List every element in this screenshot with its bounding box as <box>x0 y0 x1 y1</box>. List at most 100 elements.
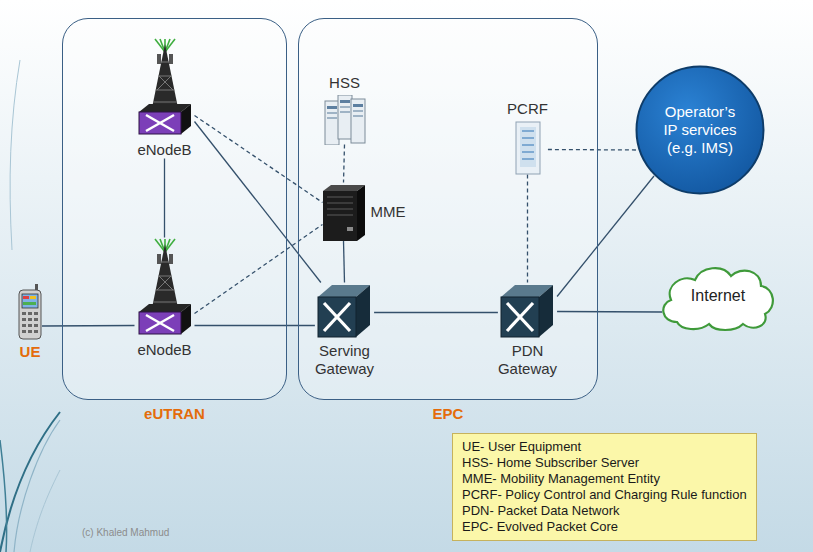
decor-curve <box>30 470 60 552</box>
antenna-spike <box>165 39 175 52</box>
decor-curve <box>0 412 60 552</box>
server-slot <box>340 100 350 103</box>
hss-icon <box>323 95 367 145</box>
cabinet-case <box>516 122 540 174</box>
glossary-line: UE- User Equipment <box>462 439 747 455</box>
server-slot <box>340 111 350 113</box>
box-side <box>181 304 191 334</box>
decor-curve <box>10 60 20 250</box>
data-link <box>195 325 315 326</box>
copyright-note: (c) Khaled Mahmud <box>82 527 169 538</box>
data-link <box>557 311 662 313</box>
device-label: eNodeB <box>137 141 191 159</box>
tower-strut <box>157 76 171 90</box>
box-side <box>357 185 365 241</box>
phone-screen-mark <box>23 302 36 305</box>
antenna-spike <box>155 39 165 52</box>
box-side <box>539 285 553 337</box>
glossary-line: PCRF- Policy Control and Charging Rule f… <box>462 487 747 503</box>
antenna-panel <box>169 54 173 64</box>
tower-strut <box>155 289 174 290</box>
box-side <box>356 285 370 337</box>
box-slot <box>327 214 353 215</box>
phone-key <box>22 312 26 315</box>
server-case <box>351 99 365 143</box>
server-node: MME <box>323 183 406 241</box>
server-node: PCRF <box>507 100 548 175</box>
gateway-node: PDN Gateway <box>498 283 557 378</box>
tower-strut <box>153 101 177 102</box>
box-cross <box>146 315 174 331</box>
box-slot <box>327 202 353 203</box>
antenna-panel <box>157 254 161 264</box>
phone-key <box>22 318 26 321</box>
box-slot <box>327 196 353 197</box>
server-slot <box>353 115 363 117</box>
data-link <box>374 312 498 313</box>
data-link <box>42 325 135 327</box>
server-slot <box>327 112 337 114</box>
glossary-box: UE- User EquipmentHSS- Home Subscriber S… <box>452 433 757 541</box>
cabinet-slot <box>522 158 534 159</box>
server-slot <box>327 117 337 119</box>
antenna-panel <box>157 54 161 64</box>
box-cross <box>146 115 174 131</box>
phone-key <box>28 324 32 327</box>
box-cross <box>324 303 350 331</box>
box-light <box>347 227 353 231</box>
service-circle: Operator’s IP services (e.g. IMS) <box>635 65 765 195</box>
box-slot <box>327 208 353 209</box>
network-region: EPCHSSPCRFMMEServing GatewayPDN Gateway <box>298 18 598 400</box>
gw-icon <box>499 283 555 339</box>
tower-strut <box>155 89 174 90</box>
phone-key <box>22 330 26 333</box>
region-label: eUTRAN <box>63 405 286 422</box>
device-label: PCRF <box>507 100 548 118</box>
device-label: MME <box>371 203 406 221</box>
tower-strut <box>158 275 171 276</box>
antenna-spike <box>155 239 165 252</box>
phone-screen <box>22 294 38 308</box>
phone-key <box>34 324 38 327</box>
phone-key <box>34 318 38 321</box>
phone-screen-mark <box>23 296 29 299</box>
user-device: UE <box>18 284 42 361</box>
tower-strut <box>158 75 171 76</box>
tower-strut <box>159 76 173 90</box>
box-cross <box>507 303 533 331</box>
box-front <box>139 312 181 334</box>
signaling-link <box>195 225 323 314</box>
decor-curve <box>14 420 60 552</box>
cloud-label: Internet <box>691 287 745 305</box>
phone-key <box>22 324 26 327</box>
phone-key <box>34 330 38 333</box>
cloud-outline <box>663 268 773 330</box>
phone-screen-mark <box>30 296 36 299</box>
tower-strut <box>159 276 173 290</box>
tower-strut <box>157 276 171 290</box>
service-label: Operator’s IP services (e.g. IMS) <box>660 103 740 157</box>
region-label: EPC <box>299 405 597 422</box>
gateway-node: Serving Gateway <box>315 283 374 378</box>
tower-strut <box>153 301 177 302</box>
device-label: HSS <box>329 74 360 92</box>
phone-body <box>19 290 41 339</box>
phone-key <box>28 330 32 333</box>
glossary-line: HSS- Home Subscriber Server <box>462 455 747 471</box>
device-label: PDN Gateway <box>498 342 557 378</box>
server-slot <box>340 106 350 108</box>
gw-icon <box>316 283 372 339</box>
box-cross <box>146 315 174 331</box>
region-fill <box>62 18 287 400</box>
box-front <box>323 191 357 241</box>
box-front <box>501 297 539 337</box>
box-front <box>318 297 356 337</box>
signaling-link <box>548 149 638 151</box>
signaling-link <box>527 175 528 283</box>
server-slot <box>353 104 363 107</box>
tower-body <box>152 44 178 108</box>
glossary-line: PDN- Packet Data Network <box>462 503 747 519</box>
data-link <box>557 176 654 297</box>
